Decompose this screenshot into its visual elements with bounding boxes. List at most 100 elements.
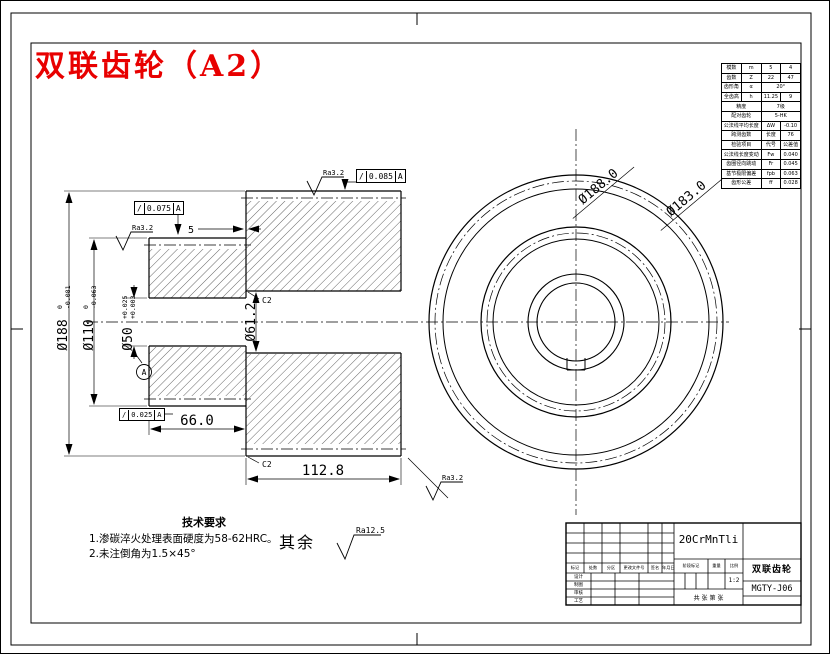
roughness-value: Ra3.2 <box>442 474 463 482</box>
gear-table-cell: 公差值 <box>780 139 801 151</box>
tb-row-label: 设计 <box>574 575 583 580</box>
tech-req-heading: 技术要求 <box>182 516 226 529</box>
title-block-grid <box>565 522 802 606</box>
gear-table-cell: m <box>740 63 762 74</box>
tb-header-cell: 标记 <box>570 565 580 570</box>
tech-req-line: 2.未注倒角为1.5×45° <box>89 548 196 560</box>
chamfer-label: C2 <box>262 460 272 469</box>
drawing-frame <box>10 12 812 646</box>
dim-tol: -0.063 <box>90 285 98 309</box>
gear-table-cell: 公法线长度变动 <box>721 149 762 160</box>
extension-lines <box>64 190 402 485</box>
gear-table-cell: -0.10 <box>780 120 801 132</box>
gear-table-cell: Z <box>740 72 762 84</box>
tb-header-cell: 处数 <box>588 565 598 570</box>
gdt-symbol: / <box>137 203 142 213</box>
gdt-symbol: / <box>122 410 127 419</box>
tb-header-cell: 年月日 <box>662 565 674 570</box>
gear-table-cell: 0.063 <box>780 168 801 180</box>
gear-table-cell: 0.028 <box>780 178 801 189</box>
roughness-icon <box>425 481 463 502</box>
gear-table-cell: 公法线平均长度 <box>721 120 762 132</box>
dim-len112: 112.8 <box>302 463 344 479</box>
dim-circ-outer: Ø188.0 <box>572 166 635 219</box>
gear-table-cell: 代号 <box>760 139 782 151</box>
datum-letter: A <box>142 368 147 377</box>
gear-table-cell: 跨测齿数 <box>721 130 762 141</box>
gear-table-cell: 76 <box>780 130 801 141</box>
dim-d50: Ø50 +0.025 +0.003 <box>121 295 137 350</box>
dim-tol: 0 <box>82 305 90 309</box>
tb-row-label: 工艺 <box>574 599 583 604</box>
gear-table-cell: 长度 <box>760 130 782 141</box>
dim-value: Ø188 <box>56 319 71 350</box>
sheet-title: 双联齿轮（A2） <box>35 49 284 84</box>
gear-table-cell: 齿圈径向跳动 <box>721 158 762 170</box>
roughness-value: Ra3.2 <box>132 224 153 232</box>
dimension-lines <box>65 192 400 483</box>
dim-d110: Ø110 0 -0.063 <box>82 285 98 350</box>
tb-header-cell: 分区 <box>606 565 616 570</box>
gear-table-cell: 配对齿轮 <box>721 110 762 122</box>
drawing-number: MGTY-J06 <box>751 584 793 594</box>
dim-value: Ø110 <box>82 319 97 350</box>
gear-table-cell: α <box>740 82 762 93</box>
gear-table-cell: 齿数 <box>721 72 742 84</box>
roughness-icon <box>336 534 381 561</box>
dim-tol: -0.081 <box>64 285 72 309</box>
dim-value: Ø188.0 <box>576 166 622 208</box>
roughness-icon <box>306 176 344 197</box>
gear-table-cell: ff <box>760 178 782 189</box>
technical-requirements: 技术要求 1.渗碳淬火处理表面硬度为58-62HRC。 2.未注倒角为1.5×4… <box>89 515 319 562</box>
gear-table-cell: 基节极限偏差 <box>721 168 762 180</box>
section-view <box>86 190 423 457</box>
gear-table-cell: 20° <box>760 82 801 93</box>
gear-table-cell: 检验项目 <box>721 139 762 151</box>
gear-table-cell: 0.040 <box>780 149 801 160</box>
material-spec: 20CrMnTli <box>678 533 739 546</box>
section-outline <box>148 190 402 457</box>
roughness-value: Ra3.2 <box>323 169 344 177</box>
scale-label: 比例 <box>729 563 739 568</box>
gear-table-cell: h <box>740 91 762 103</box>
gear-table-cell: 5 <box>760 63 782 74</box>
gdt-value: 0.075 <box>143 202 173 214</box>
scale-value: 1:2 <box>728 577 740 584</box>
circular-view-centerlines <box>426 129 729 515</box>
gear-table-cell: 全齿高 <box>721 91 742 103</box>
tb-header-cell: 签名 <box>650 565 660 570</box>
gear-table-cell: 5-HK <box>760 110 801 122</box>
tb-header-cell: 更改文件号 <box>623 565 645 570</box>
gear-table-cell: 0.045 <box>780 158 801 170</box>
circular-view <box>426 129 729 515</box>
gdt-datum: A <box>394 170 405 182</box>
chamfer-label: C2 <box>262 296 272 305</box>
dim-tol: +0.025 <box>121 295 129 319</box>
gear-table-cell: fpb <box>760 168 782 180</box>
gear-table-cell: ΔW <box>760 120 782 132</box>
gear-table-cell: 齿形公差 <box>721 178 762 189</box>
part-name: 双联齿轮 <box>751 565 792 575</box>
dim-value: Ø50 <box>121 327 136 350</box>
roughness-icon <box>115 231 153 252</box>
gdt-value: 0.085 <box>365 170 395 182</box>
gear-table-cell: 22 <box>760 72 782 84</box>
gear-table-cell: 精度 <box>721 101 762 112</box>
dim-d61: Ø61.2 <box>244 302 259 341</box>
gear-table-cell: 47 <box>780 72 801 84</box>
dim-width5: 5 <box>188 225 194 236</box>
stage-label: 阶段标记 <box>682 563 700 568</box>
gdt-datum: A <box>172 202 183 214</box>
roughness-value-rest: Ra12.5 <box>356 526 385 535</box>
tb-row-label: 制图 <box>574 583 583 588</box>
sheet-count: 共 张 第 张 <box>693 595 724 602</box>
gdt-datum: A <box>154 409 163 420</box>
gear-table-cell: 7级 <box>760 101 801 112</box>
gear-table-cell: 4 <box>780 63 801 74</box>
gdt-value: 0.025 <box>128 409 154 420</box>
rest-roughness-label: 其余 <box>279 533 316 552</box>
gdt-symbol: / <box>359 171 364 181</box>
